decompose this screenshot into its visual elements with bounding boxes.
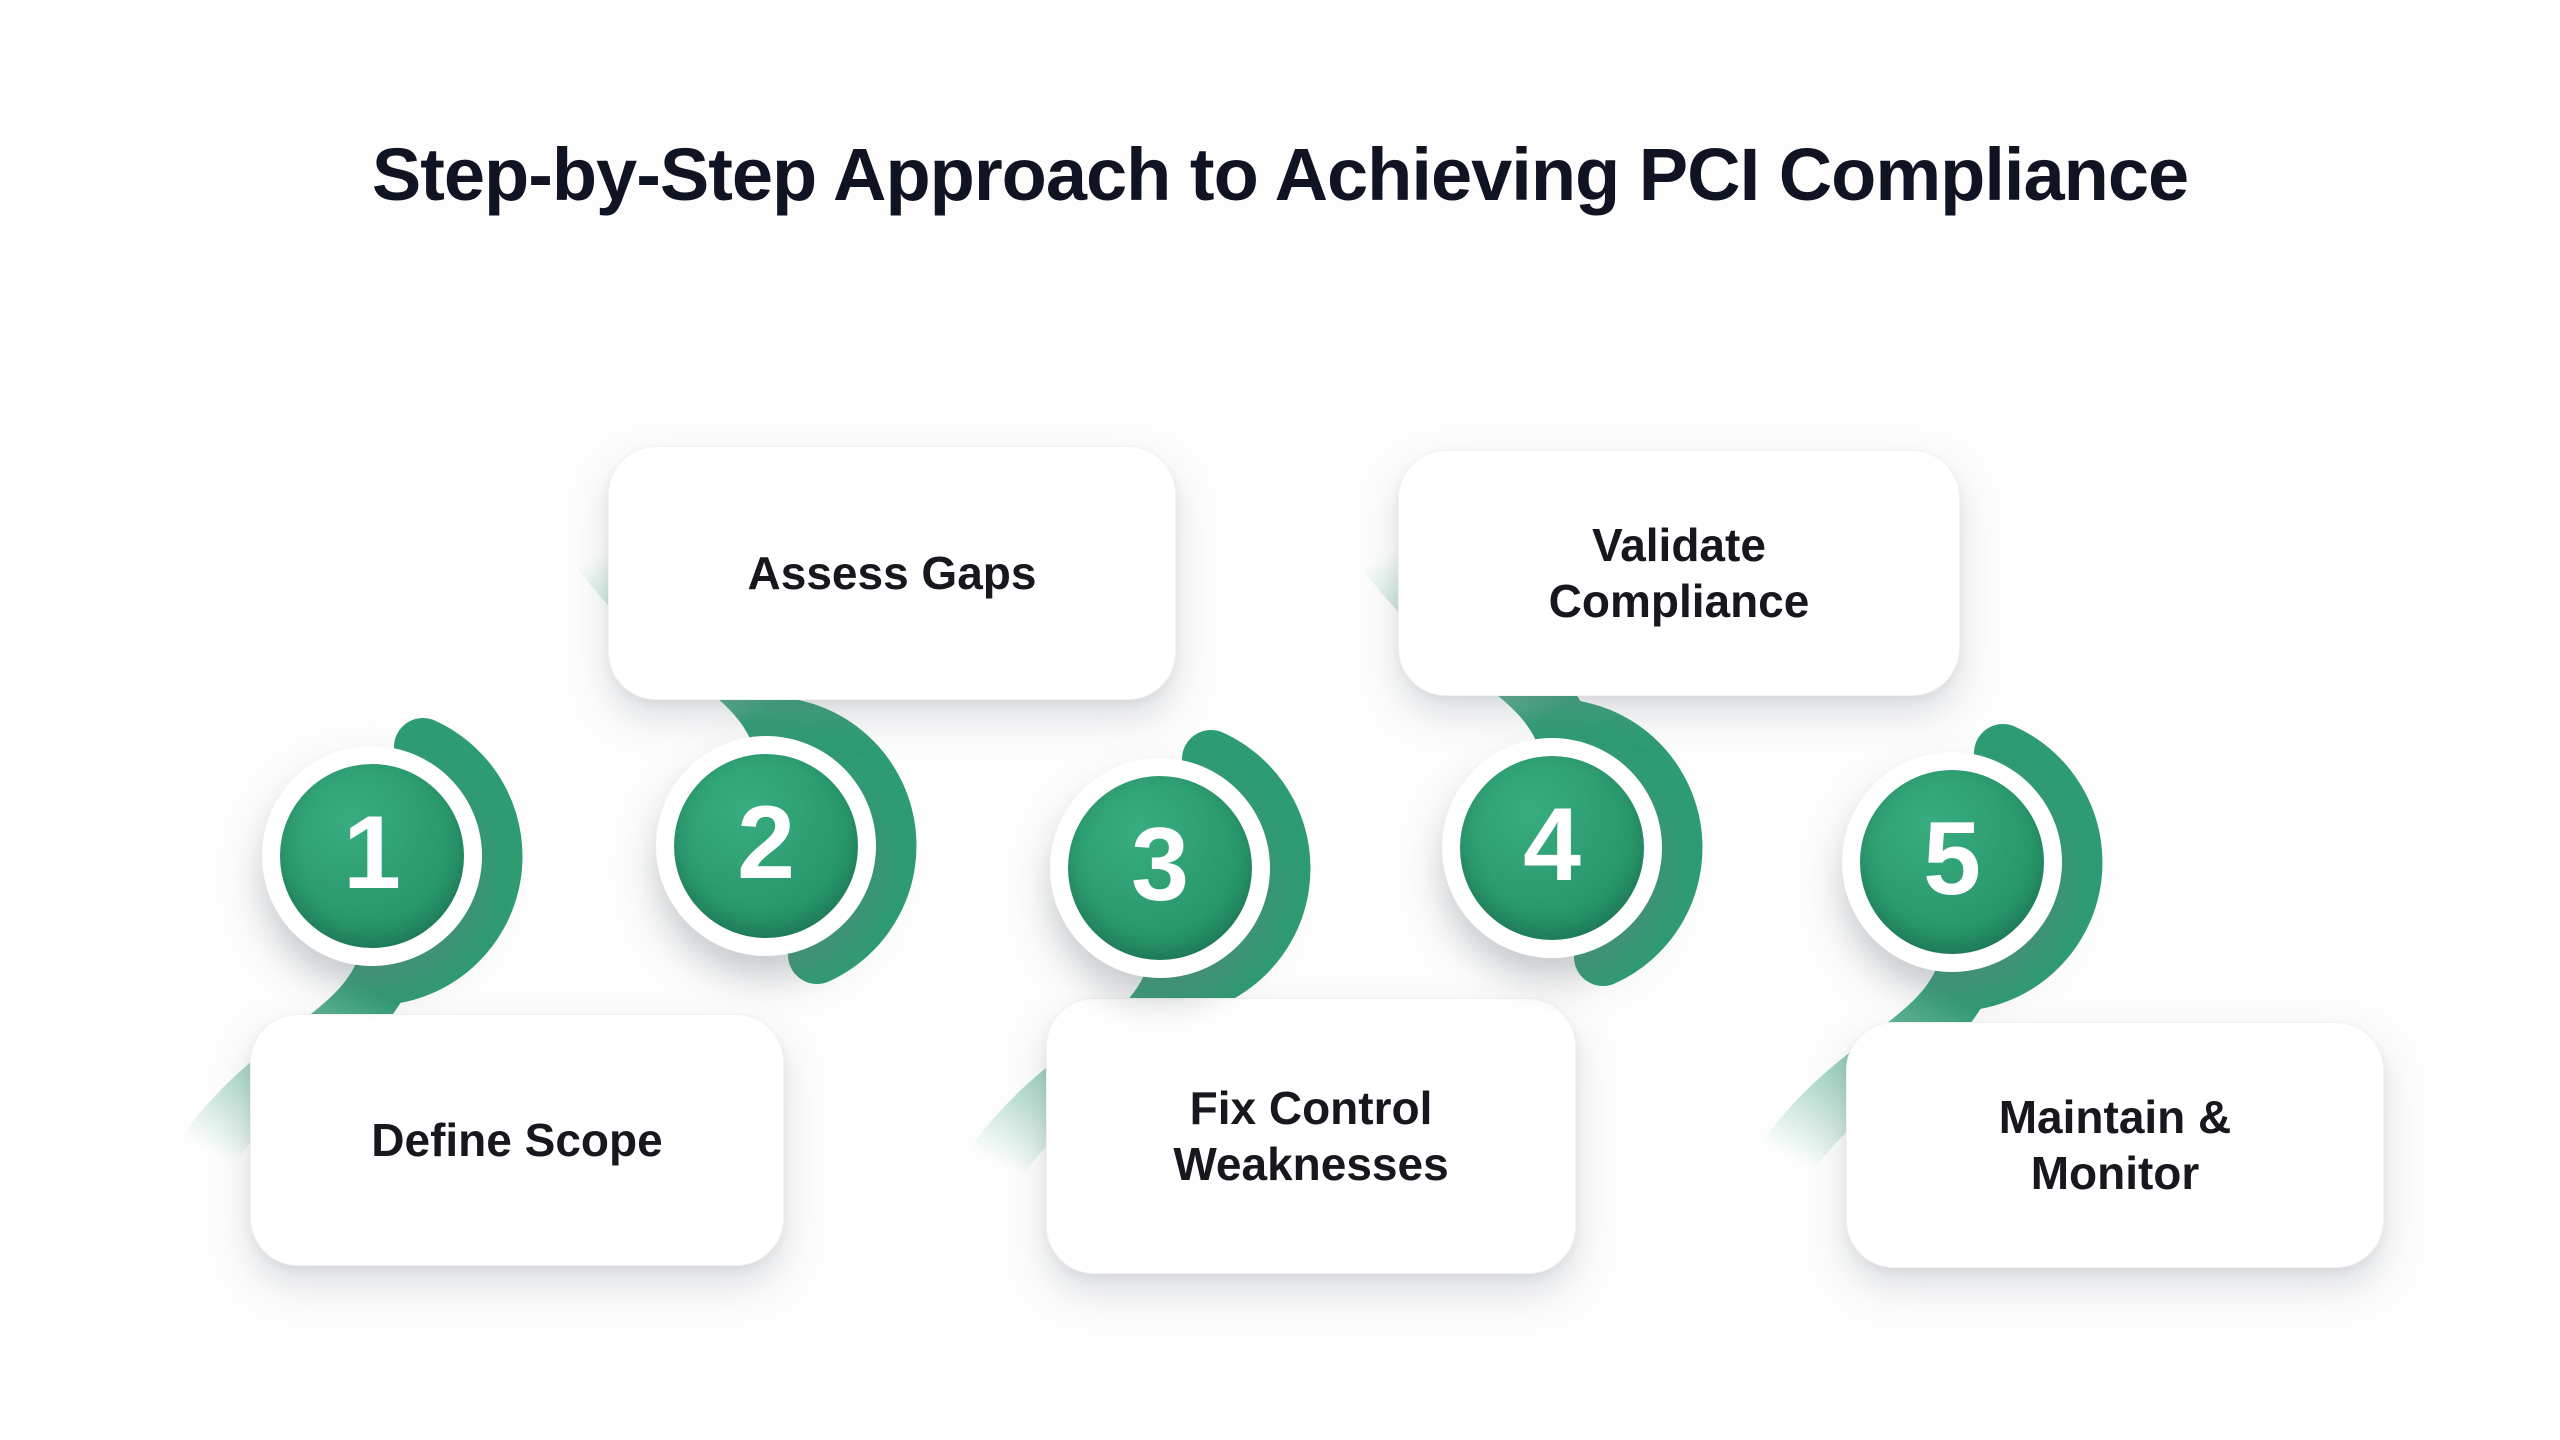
step-number-bubble: 3 [1068,776,1252,960]
step-label: Fix Control Weaknesses [1173,1081,1449,1190]
step-number: 3 [1131,806,1189,923]
step-label: Assess Gaps [747,546,1037,599]
step-number-bubble: 4 [1460,756,1644,940]
step-number-circle: 5 [1842,752,2062,972]
step-card: Define Scope [250,1014,784,1266]
step-number: 4 [1523,786,1581,903]
page-title: Step-by-Step Approach to Achieving PCI C… [371,133,2189,216]
step-label: Define Scope [371,1113,663,1166]
step-number: 2 [737,784,795,901]
step-label: Validate Compliance [1548,518,1810,627]
step-card: Fix Control Weaknesses [1046,998,1576,1274]
step-number-bubble: 2 [674,754,858,938]
step-number-bubble: 1 [280,764,464,948]
step-card: Validate Compliance [1398,450,1960,696]
step-label: Maintain & Monitor [1998,1090,2232,1199]
step-number: 5 [1923,800,1981,917]
step-number-circle: 1 [262,746,482,966]
step-card: Maintain & Monitor [1846,1022,2384,1268]
step-number-circle: 3 [1050,758,1270,978]
step-number-circle: 2 [656,736,876,956]
step-number-circle: 4 [1442,738,1662,958]
step-number-bubble: 5 [1860,770,2044,954]
step-card: Assess Gaps [608,446,1176,700]
step-number: 1 [343,794,401,911]
